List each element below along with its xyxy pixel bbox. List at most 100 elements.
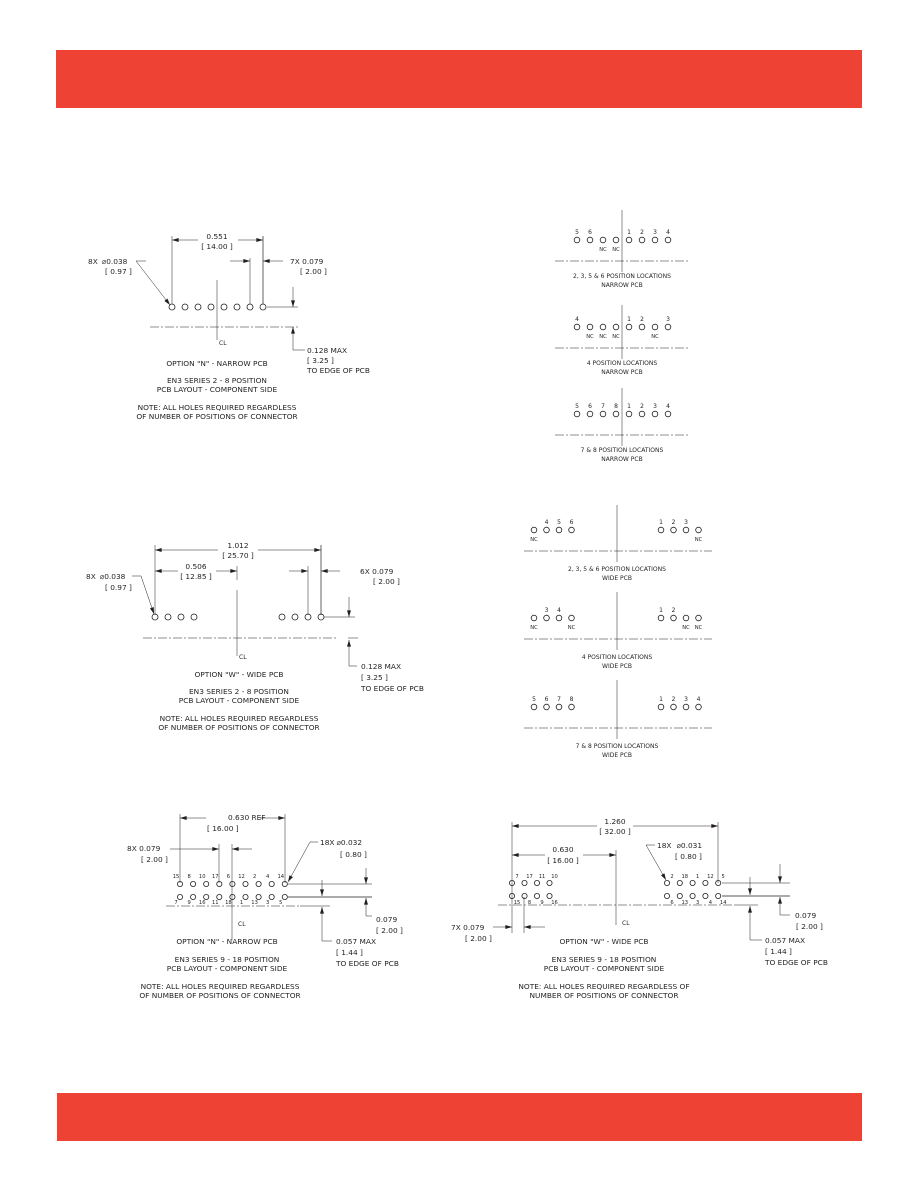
edge-dimension: 0.128 MAX — [307, 346, 347, 355]
pin-label: 3 — [696, 900, 699, 906]
pin-label: 5 — [532, 696, 536, 703]
pin-label: 3 — [684, 519, 688, 526]
pin-label: 2 — [672, 696, 676, 703]
pin-hole — [255, 881, 262, 888]
option-title: OPTION "W" - WIDE PCB — [194, 670, 283, 679]
pin-hole — [203, 894, 210, 901]
span-dimension: 1.260 — [604, 817, 625, 826]
pin-label: 9 — [187, 900, 190, 906]
pin-hole — [246, 303, 254, 311]
pin-label: 4 — [266, 874, 270, 880]
span-dimension: 0.551 — [206, 232, 227, 241]
pin-label: 10 — [551, 874, 558, 880]
pin-hole — [568, 614, 575, 622]
hole-row — [151, 613, 325, 621]
pin-hole — [190, 881, 197, 888]
hole-callout: 8X⌀0.038 — [88, 257, 128, 266]
pin-hole — [664, 236, 672, 244]
pin-hole — [259, 303, 267, 311]
pin-hole — [190, 613, 198, 621]
span-dimension-mm: [ 32.00 ] — [599, 827, 631, 836]
pin-label: 4 — [545, 519, 549, 526]
pin-label: 2 — [253, 874, 256, 880]
pin-hole — [268, 881, 275, 888]
pin-label: 1 — [659, 696, 663, 703]
pin-hole — [625, 410, 633, 418]
edge-note: TO EDGE OF PCB — [360, 684, 424, 693]
header-band — [56, 50, 862, 108]
pin-label: 2, 3, 5 & 6 POSITION LOCATIONS — [573, 273, 671, 280]
span-dimension: 1.012 — [227, 541, 248, 550]
pin-hole — [568, 703, 575, 711]
edge-dimension: 0.057 MAX — [336, 937, 376, 946]
edge-dimension-mm: [ 1.44 ] — [336, 948, 363, 957]
pin-hole — [638, 323, 646, 331]
pin-label: 11 — [212, 900, 219, 906]
pin-label: 4 — [575, 316, 579, 323]
pin-hole — [625, 323, 633, 331]
pin-hole — [229, 894, 236, 901]
pin-hole — [695, 703, 702, 711]
pin-label: 2 — [640, 403, 644, 410]
series-title: EN3 SERIES 9 - 18 POSITION — [552, 955, 657, 964]
pitch-dimension-mm: [ 2.00 ] — [465, 934, 492, 943]
layout-title: PCB LAYOUT - COMPONENT SIDE — [167, 964, 288, 973]
pitch-dimension-mm: [ 2.00 ] — [141, 855, 168, 864]
pin-label: NC — [530, 537, 538, 543]
pin-hole — [555, 703, 563, 711]
edge-dimension-mm: [ 3.25 ] — [361, 673, 388, 682]
pitch-dimension: 6X 0.079 — [360, 567, 394, 576]
pin-label: 3 — [266, 900, 269, 906]
half-dimension-mm: [ 16.00 ] — [547, 856, 579, 865]
edge-dimension-mm: [ 3.25 ] — [307, 356, 334, 365]
pin-hole — [612, 236, 620, 244]
pin-label: 5 — [575, 403, 579, 410]
pin-hole — [695, 614, 702, 622]
pin-hole — [207, 303, 215, 311]
pin-hole — [229, 881, 236, 888]
hole-row — [168, 303, 267, 311]
pin-label: 5 — [575, 229, 579, 236]
pin-label: 14 — [720, 900, 727, 906]
pin-hole — [670, 526, 677, 534]
pin-hole — [543, 526, 550, 534]
pin-label: 7 & 8 POSITION LOCATIONS — [581, 447, 664, 454]
edge-note: TO EDGE OF PCB — [335, 959, 399, 968]
pin-hole — [638, 236, 646, 244]
pin-label: NC — [568, 625, 576, 631]
pin-label: 7 — [557, 696, 561, 703]
pin-hole — [573, 410, 581, 418]
pin-label: 2 — [672, 519, 676, 526]
pin-label: 7 — [515, 874, 518, 880]
ref-dimension-mm: [ 16.00 ] — [207, 824, 239, 833]
pin-label: 1 — [627, 403, 631, 410]
pin-label: 3 — [684, 696, 688, 703]
pin-label: 16 — [551, 900, 558, 906]
hole-callout-mm: [ 0.97 ] — [105, 583, 132, 592]
pin-label: 6 — [227, 874, 230, 880]
pin-label: 4 — [697, 696, 701, 703]
pin-label: 6 — [588, 229, 592, 236]
pin-hole — [586, 323, 594, 331]
pin-label: 16 — [199, 900, 206, 906]
pin-hole — [216, 881, 223, 888]
hole-callout: 18X⌀0.031 — [657, 841, 702, 850]
pin-label: 4 — [666, 403, 670, 410]
half-dimension: 0.630 — [552, 845, 573, 854]
pin-label: 4 POSITION LOCATIONS — [587, 360, 658, 367]
pin-hole — [638, 410, 646, 418]
pin-hole — [190, 894, 197, 901]
pin-hole — [203, 881, 210, 888]
pin-label: 4 POSITION LOCATIONS — [582, 654, 653, 661]
pin-label: NARROW PCB — [601, 282, 642, 289]
pin-hole — [657, 614, 665, 622]
pin-hole — [586, 410, 594, 418]
note-line-1: NOTE: ALL HOLES REQUIRED REGARDLESS — [141, 982, 300, 991]
pin-hole — [543, 614, 550, 622]
pin-hole — [612, 323, 620, 331]
pin-label: 2 — [640, 229, 644, 236]
